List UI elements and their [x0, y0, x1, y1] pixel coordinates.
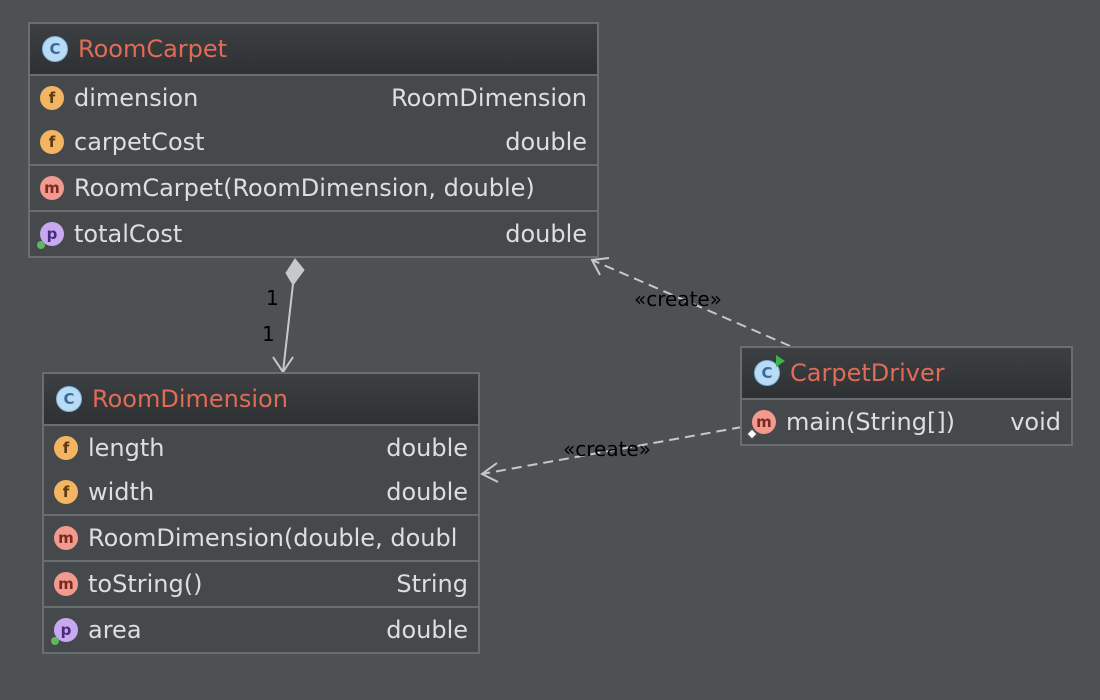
public-dot-icon — [51, 637, 59, 645]
public-dot-icon — [37, 241, 45, 249]
room-dimension-class[interactable]: C RoomDimension f length double f width … — [42, 372, 480, 654]
carpet-driver-header[interactable]: C CarpetDriver — [742, 348, 1071, 400]
method-name: RoomDimension(double, doubl — [88, 524, 458, 552]
field-name: carpetCost — [74, 128, 205, 156]
method-name: toString() — [88, 570, 203, 598]
field-icon: f — [40, 86, 64, 110]
composition-diamond — [285, 258, 305, 286]
field-name: width — [88, 478, 155, 506]
composition-edge[interactable] — [272, 258, 305, 374]
class-name: CarpetDriver — [790, 359, 945, 387]
field-name: dimension — [74, 84, 199, 112]
methods-section: m main(String[]) void — [742, 400, 1071, 444]
field-row[interactable]: f width double — [44, 470, 478, 514]
room-carpet-class[interactable]: C RoomCarpet f dimension RoomDimension f… — [28, 22, 599, 258]
property-icon: p — [51, 618, 78, 645]
create-room-carpet-edge[interactable] — [590, 257, 791, 347]
method-name: main(String[]) — [786, 408, 956, 436]
field-icon: f — [40, 130, 64, 154]
property-name: area — [88, 616, 142, 644]
method-row[interactable]: m main(String[]) void — [742, 400, 1071, 444]
field-row[interactable]: f length double — [44, 426, 478, 470]
method-row[interactable]: m toString() String — [44, 562, 478, 606]
field-type: RoomDimension — [391, 84, 587, 112]
create-room-carpet-label: «create» — [634, 287, 722, 311]
field-icon: f — [54, 480, 78, 504]
methods-section: m RoomDimension(double, doubl m toString… — [44, 516, 478, 608]
methods-section: m RoomCarpet(RoomDimension, double) — [30, 166, 597, 212]
carpet-driver-class[interactable]: C CarpetDriver m main(String[]) void — [740, 346, 1073, 446]
property-row[interactable]: p area double — [44, 608, 478, 652]
class-icon: C — [56, 386, 82, 412]
field-row[interactable]: f carpetCost double — [30, 120, 597, 164]
method-row[interactable]: m RoomDimension(double, doubl — [44, 516, 478, 562]
class-name: RoomCarpet — [78, 35, 228, 63]
class-name: RoomDimension — [92, 385, 288, 413]
property-row[interactable]: p totalCost double — [30, 212, 597, 256]
run-arrow-icon — [776, 355, 785, 367]
main-class-icon: C — [754, 355, 785, 386]
static-method-icon: m — [746, 410, 776, 440]
create-room-dimension-arrowhead — [480, 462, 499, 483]
property-type: double — [386, 616, 468, 644]
properties-section: p totalCost double — [30, 212, 597, 256]
field-icon: f — [54, 436, 78, 460]
create-room-dimension-edge[interactable] — [480, 426, 743, 483]
field-type: double — [386, 478, 468, 506]
composition-target-multiplicity: 1 — [262, 322, 275, 346]
property-name: totalCost — [74, 220, 183, 248]
room-carpet-header[interactable]: C RoomCarpet — [30, 24, 597, 76]
method-icon: m — [54, 526, 78, 550]
class-icon: C — [42, 36, 68, 62]
method-icon: m — [40, 176, 64, 200]
field-type: double — [505, 128, 587, 156]
fields-section: f dimension RoomDimension f carpetCost d… — [30, 76, 597, 166]
method-type: String — [396, 570, 468, 598]
property-type: double — [505, 220, 587, 248]
method-type: void — [1010, 408, 1061, 436]
method-row[interactable]: m RoomCarpet(RoomDimension, double) — [30, 166, 597, 210]
field-name: length — [88, 434, 165, 462]
property-icon: p — [37, 222, 64, 249]
field-type: double — [386, 434, 468, 462]
properties-section: p area double — [44, 608, 478, 652]
create-room-dimension-label: «create» — [563, 437, 651, 461]
method-name: RoomCarpet(RoomDimension, double) — [74, 174, 535, 202]
composition-source-multiplicity: 1 — [266, 286, 279, 310]
room-dimension-header[interactable]: C RoomDimension — [44, 374, 478, 426]
field-row[interactable]: f dimension RoomDimension — [30, 76, 597, 120]
create-room-carpet-arrowhead — [590, 257, 610, 276]
fields-section: f length double f width double — [44, 426, 478, 516]
method-icon: m — [54, 572, 78, 596]
